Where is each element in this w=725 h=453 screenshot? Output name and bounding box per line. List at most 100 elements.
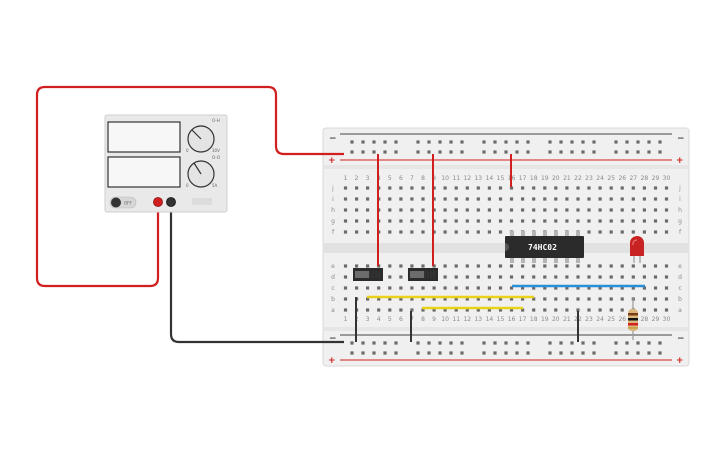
- terminal-hole[interactable]: [343, 297, 348, 301]
- terminal-hole[interactable]: [454, 208, 458, 212]
- terminal-hole[interactable]: [565, 197, 569, 201]
- rail-hole[interactable]: [658, 341, 662, 345]
- terminal-hole[interactable]: [399, 297, 403, 301]
- terminal-hole[interactable]: [399, 308, 403, 312]
- terminal-hole[interactable]: [576, 264, 580, 268]
- terminal-hole[interactable]: [465, 264, 469, 268]
- rail-hole[interactable]: [449, 150, 453, 154]
- terminal-hole[interactable]: [432, 264, 436, 268]
- rail-hole[interactable]: [350, 140, 354, 144]
- terminal-hole[interactable]: [498, 230, 503, 234]
- terminal-hole[interactable]: [587, 208, 591, 212]
- terminal-hole[interactable]: [366, 208, 370, 212]
- terminal-hole[interactable]: [653, 264, 658, 268]
- terminal-hole[interactable]: [454, 308, 458, 312]
- terminal-hole[interactable]: [454, 275, 458, 279]
- terminal-hole[interactable]: [609, 186, 613, 190]
- terminal-hole[interactable]: [443, 297, 447, 301]
- terminal-hole[interactable]: [642, 197, 646, 201]
- terminal-hole[interactable]: [432, 186, 436, 190]
- terminal-hole[interactable]: [664, 219, 669, 223]
- terminal-hole[interactable]: [554, 275, 558, 279]
- terminal-hole[interactable]: [487, 275, 491, 279]
- terminal-hole[interactable]: [521, 197, 525, 201]
- terminal-hole[interactable]: [653, 208, 658, 212]
- terminal-hole[interactable]: [609, 197, 613, 201]
- terminal-hole[interactable]: [432, 286, 436, 290]
- rail-hole[interactable]: [581, 341, 585, 345]
- terminal-hole[interactable]: [576, 219, 580, 223]
- rail-hole[interactable]: [625, 150, 629, 154]
- rail-hole[interactable]: [504, 150, 508, 154]
- rail-hole[interactable]: [570, 351, 574, 355]
- terminal-hole[interactable]: [487, 197, 491, 201]
- rail-hole[interactable]: [493, 341, 497, 345]
- terminal-hole[interactable]: [532, 308, 536, 312]
- terminal-hole[interactable]: [653, 286, 658, 290]
- terminal-hole[interactable]: [543, 308, 547, 312]
- terminal-hole[interactable]: [421, 264, 425, 268]
- rail-hole[interactable]: [636, 351, 640, 355]
- terminal-hole[interactable]: [554, 197, 558, 201]
- terminal-hole[interactable]: [587, 275, 591, 279]
- terminal-hole[interactable]: [521, 208, 525, 212]
- terminal-hole[interactable]: [509, 297, 514, 301]
- terminal-hole[interactable]: [421, 230, 425, 234]
- power-ground-wire[interactable]: [169, 205, 344, 344]
- rail-hole[interactable]: [383, 341, 387, 345]
- rail-hole[interactable]: [383, 140, 387, 144]
- terminal-hole[interactable]: [587, 297, 591, 301]
- terminal-hole[interactable]: [532, 264, 536, 268]
- rail-hole[interactable]: [614, 150, 618, 154]
- terminal-hole[interactable]: [620, 197, 624, 201]
- terminal-hole[interactable]: [366, 186, 370, 190]
- rail-hole[interactable]: [504, 351, 508, 355]
- terminal-hole[interactable]: [620, 230, 624, 234]
- terminal-hole[interactable]: [664, 264, 669, 268]
- rail-hole[interactable]: [372, 140, 376, 144]
- terminal-hole[interactable]: [565, 219, 569, 223]
- rail-hole[interactable]: [559, 150, 563, 154]
- terminal-hole[interactable]: [631, 286, 635, 290]
- rail-hole[interactable]: [592, 341, 596, 345]
- rail-hole[interactable]: [625, 341, 629, 345]
- rail-hole[interactable]: [592, 150, 596, 154]
- terminal-hole[interactable]: [487, 264, 491, 268]
- terminal-hole[interactable]: [487, 208, 491, 212]
- terminal-hole[interactable]: [443, 308, 447, 312]
- slide-switch-2[interactable]: [408, 268, 438, 281]
- terminal-hole[interactable]: [509, 264, 514, 268]
- terminal-hole[interactable]: [432, 297, 436, 301]
- rail-hole[interactable]: [438, 351, 442, 355]
- rail-hole[interactable]: [614, 341, 618, 345]
- terminal-hole[interactable]: [576, 297, 580, 301]
- terminal-hole[interactable]: [620, 208, 624, 212]
- terminal-hole[interactable]: [587, 197, 591, 201]
- terminal-hole[interactable]: [642, 275, 646, 279]
- terminal-hole[interactable]: [355, 219, 359, 223]
- terminal-hole[interactable]: [565, 275, 569, 279]
- terminal-hole[interactable]: [642, 186, 646, 190]
- terminal-hole[interactable]: [443, 186, 447, 190]
- terminal-hole[interactable]: [476, 275, 480, 279]
- terminal-hole[interactable]: [355, 264, 359, 268]
- rail-hole[interactable]: [526, 351, 530, 355]
- terminal-hole[interactable]: [454, 219, 458, 223]
- terminal-hole[interactable]: [664, 308, 669, 312]
- terminal-hole[interactable]: [521, 186, 525, 190]
- terminal-hole[interactable]: [664, 286, 669, 290]
- terminal-hole[interactable]: [532, 208, 536, 212]
- rail-hole[interactable]: [614, 351, 618, 355]
- terminal-hole[interactable]: [355, 186, 359, 190]
- terminal-hole[interactable]: [432, 230, 436, 234]
- terminal-hole[interactable]: [598, 230, 602, 234]
- rail-hole[interactable]: [570, 341, 574, 345]
- rail-hole[interactable]: [482, 140, 486, 144]
- rail-hole[interactable]: [647, 150, 651, 154]
- terminal-hole[interactable]: [388, 308, 392, 312]
- terminal-hole[interactable]: [388, 264, 392, 268]
- rail-hole[interactable]: [438, 140, 442, 144]
- rail-hole[interactable]: [361, 351, 365, 355]
- terminal-hole[interactable]: [576, 308, 580, 312]
- terminal-hole[interactable]: [620, 275, 624, 279]
